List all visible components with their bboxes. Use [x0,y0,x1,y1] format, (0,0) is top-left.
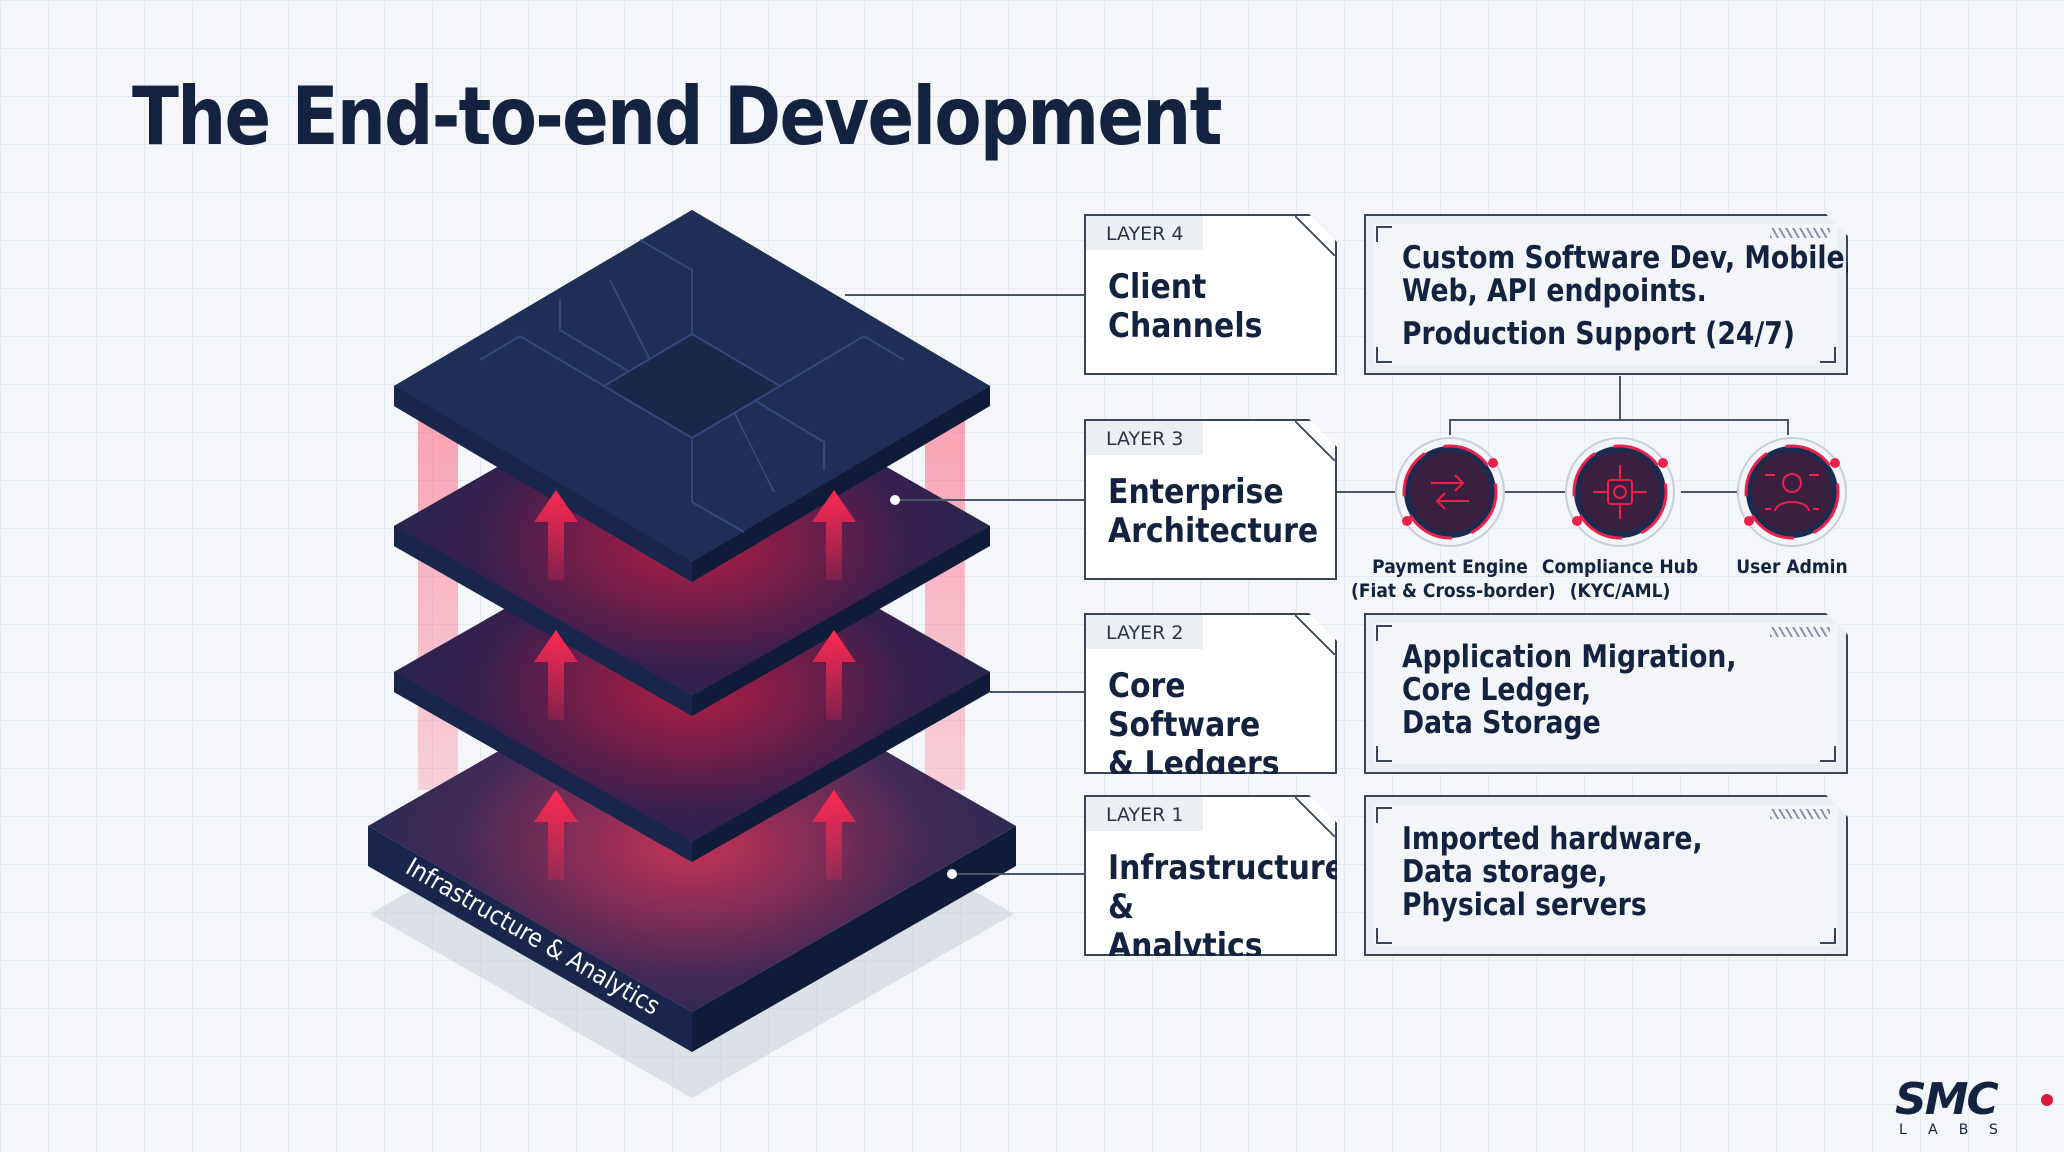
base-slab-left-face [368,826,692,1052]
circuit-traces [479,239,905,533]
layer1-tag: LAYER 1 [1086,797,1203,831]
layer4-name: Client Channels [1108,267,1263,346]
layer2-name: Core Software & Ledgers [1108,666,1280,784]
layer1-desc-line: Data storage, [1402,854,1608,890]
user-admin-icon [1737,437,1847,547]
compliance-hub-label: Compliance Hub (KYC/AML) [1521,555,1719,603]
layer3-tag: LAYER 3 [1086,421,1203,455]
layer2-desc-line: Application Migration, [1402,639,1737,675]
layer4-desc-box: Custom Software Dev, Mobile, Web, API en… [1364,214,1848,375]
layer1-desc-line: Physical servers [1402,887,1647,923]
layer4-tag: LAYER 4 [1086,216,1203,250]
layer2-tag: LAYER 2 [1086,615,1203,649]
layer-stack-illustration: Infrastructure & Analytics [368,210,1016,1098]
logo-dot-icon [2041,1094,2053,1106]
hub-label-line: Payment Engine [1372,556,1528,578]
page-title: The End-to-end Development [132,70,1222,163]
layer2-desc-line: Core Ledger, [1402,672,1592,708]
layer4-desc-line: Web, API endpoints. [1402,273,1707,309]
layer4-desc-line: Custom Software Dev, Mobile, [1402,240,1855,276]
logo-sub-text: LABS [1899,1122,2019,1138]
layer4-box: LAYER 4 Client Channels [1084,214,1337,375]
hub-label-line: User Admin [1736,556,1848,578]
layer2-box: LAYER 2 Core Software & Ledgers [1084,613,1337,774]
upward-arrows [534,490,856,880]
layer1-desc-line: Imported hardware, [1402,821,1703,857]
layer3-name: Enterprise Architecture [1108,472,1319,551]
logo-main-text: SMC [1895,1074,1999,1125]
hub-label-line: Compliance Hub [1541,556,1699,578]
layer2-desc-line: Data Storage [1402,705,1601,741]
layer4-desc-extra: Production Support (24/7) [1402,316,1795,352]
smc-labs-logo: SMC LABS [1895,1078,2055,1138]
payment-engine-label: Payment Engine (Fiat & Cross-border) [1351,555,1556,603]
layer2-desc-box: Application Migration, Core Ledger, Data… [1364,613,1848,774]
payment-engine-icon [1395,437,1505,547]
compliance-hub-icon [1565,437,1675,547]
glow-column-right [925,420,965,790]
user-admin-label: User Admin [1693,555,1891,579]
layer1-box: LAYER 1 Infrastructure & Analytics [1084,795,1337,956]
layer3-box: LAYER 3 Enterprise Architecture [1084,419,1337,580]
base-slab-right-face [692,826,1016,1052]
hub-label-line: (KYC/AML) [1569,580,1671,602]
hub-label-line: (Fiat & Cross-border) [1351,580,1556,602]
layer1-name: Infrastructure & Analytics [1108,848,1345,966]
glow-column-left [418,420,458,790]
layer1-desc-box: Imported hardware, Data storage, Physica… [1364,795,1848,956]
